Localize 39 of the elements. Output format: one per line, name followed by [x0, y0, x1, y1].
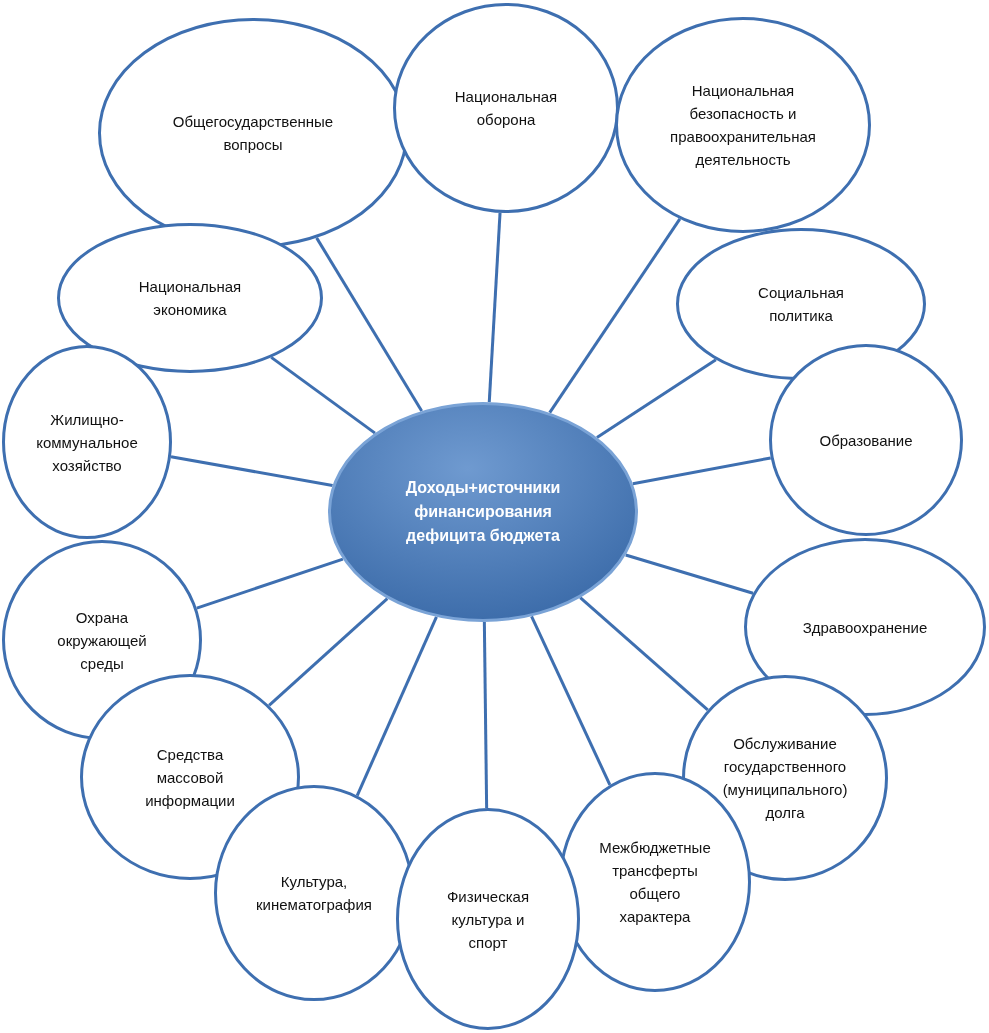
topic-ellipse: [57, 223, 323, 373]
connector-line: [530, 615, 612, 786]
connector-line: [487, 212, 502, 403]
central-ellipse: [328, 402, 638, 622]
topic-ellipse: [393, 3, 619, 213]
central-label: Доходы+источники финансирования дефицита бюджета: [404, 478, 562, 546]
connector-line: [596, 358, 717, 439]
connector-line: [548, 218, 682, 414]
topic-label: Межбюджетные трансферты общего характера: [598, 838, 712, 927]
topic-label: Национальная оборона: [453, 87, 559, 130]
connector-line: [355, 616, 438, 797]
connector-line: [315, 237, 423, 412]
topic-label: Жилищно-коммунальное хозяйство: [35, 409, 139, 476]
topic-label: Образование: [818, 430, 914, 451]
topic-label: Физическая культура и спорт: [445, 886, 531, 953]
connector-line: [632, 456, 771, 486]
topic-ellipse: [615, 17, 871, 233]
connector-line: [482, 621, 489, 809]
topic-label: Обслуживание государственного (муниципального) долга: [721, 734, 849, 823]
connector-line: [170, 455, 333, 487]
connector-line: [196, 557, 344, 610]
topic-label: Общегосударственные вопросы: [171, 112, 335, 155]
topic-label: Национальная безопасность и правоохранительная деятельность: [669, 81, 817, 170]
topic-ellipse: [98, 18, 408, 248]
topic-label: Здравоохранение: [801, 617, 929, 638]
topic-ellipse: [744, 538, 986, 716]
topic-label: Культура, кинематография: [255, 872, 373, 915]
topic-ellipse: [396, 808, 580, 1030]
connector-line: [579, 596, 709, 712]
topic-label: Социальная политика: [757, 283, 845, 326]
topic-ellipse: [769, 344, 963, 536]
topic-label: Средства массовой информации: [144, 744, 236, 811]
connector-line: [625, 553, 754, 595]
topic-label: Национальная экономика: [137, 277, 243, 320]
connector-line: [270, 356, 376, 435]
topic-ellipse: [676, 228, 926, 380]
topic-ellipse: [2, 345, 172, 539]
connector-line: [268, 597, 389, 707]
topic-label: Охрана окружающей среды: [56, 607, 148, 674]
